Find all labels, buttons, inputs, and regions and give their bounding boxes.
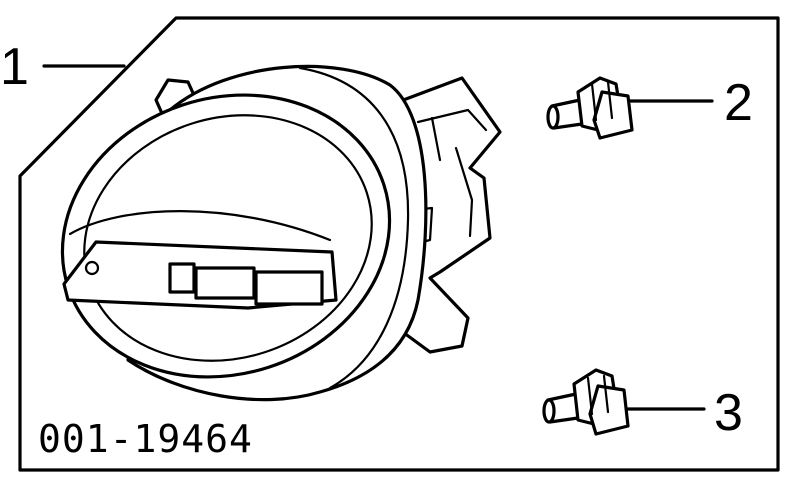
lamp-bracket-detail bbox=[412, 108, 488, 246]
socket-3-tip bbox=[542, 398, 556, 424]
socket-2-tip bbox=[546, 104, 560, 130]
lamp-reflector-segment bbox=[254, 270, 324, 306]
callout-2-label: 2 bbox=[724, 74, 753, 132]
lamp-rear-bracket bbox=[396, 76, 502, 354]
socket-2-detail bbox=[590, 80, 614, 122]
lamp-adjuster-hole bbox=[84, 260, 100, 276]
socket-3-clip bbox=[588, 384, 630, 436]
callout-3-label: 3 bbox=[714, 384, 743, 442]
callout-1-label: 1 bbox=[0, 38, 29, 96]
lamp-reflector-segment bbox=[194, 266, 256, 300]
lamp-lens-shield-top bbox=[68, 210, 332, 242]
socket-3-detail bbox=[586, 374, 610, 416]
bulb-socket-upper-illustration bbox=[546, 76, 634, 140]
bulb-socket-lower-illustration bbox=[542, 368, 630, 436]
lamp-reflector-segment bbox=[168, 262, 196, 294]
diagram-frame bbox=[18, 16, 780, 472]
socket-2-clip bbox=[592, 90, 634, 140]
lamp-rear-rim bbox=[298, 66, 410, 390]
fog-lamp-illustration bbox=[60, 64, 502, 402]
part-number: 001-19464 bbox=[38, 417, 253, 461]
